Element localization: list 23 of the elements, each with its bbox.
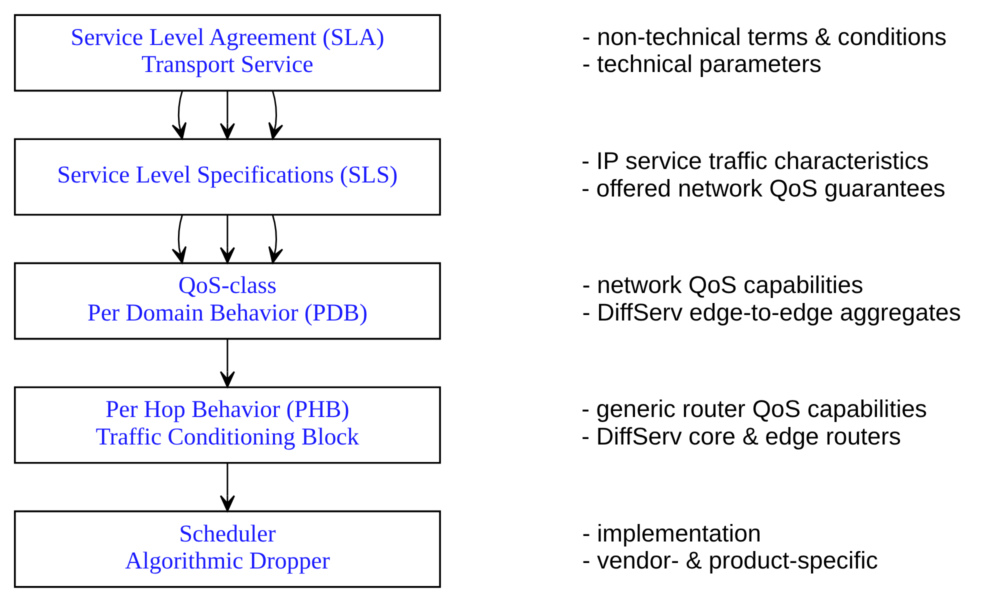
- node-label: - vendor- & product-specific: [582, 546, 878, 574]
- node-label: - offered network QoS guarantees: [581, 174, 946, 202]
- arrow: [172, 214, 187, 264]
- node-label: - implementation: [582, 520, 762, 547]
- node-label: - technical parameters: [582, 50, 822, 78]
- node-box: Service Level Specifications (SLS): [14, 138, 441, 216]
- node-label: - network QoS capabilities: [582, 272, 864, 299]
- node-box: Service Level Agreement (SLA) Transport Service: [14, 14, 441, 92]
- node-box: QoS-class Per Domain Behavior (PDB): [14, 262, 441, 340]
- arrow: [172, 90, 187, 139]
- node-label: - DiffServ edge-to-edge aggregates: [582, 298, 961, 326]
- node-label: - IP service traffic characteristics: [581, 148, 929, 175]
- node-box: Scheduler Algorithmic Dropper: [14, 510, 441, 588]
- node-label: - DiffServ core & edge routers: [581, 422, 901, 450]
- node-label: - non-technical terms & conditions: [582, 24, 947, 51]
- arrow: [268, 90, 284, 139]
- arrow: [220, 462, 236, 512]
- arrow: [220, 338, 236, 388]
- node-label: - generic router QoS capabilities: [581, 396, 927, 423]
- arrow: [220, 90, 236, 139]
- arrow: [220, 214, 236, 264]
- node-box: Per Hop Behavior (PHB) Traffic Conditioning Block: [14, 386, 441, 464]
- arrow: [268, 214, 284, 264]
